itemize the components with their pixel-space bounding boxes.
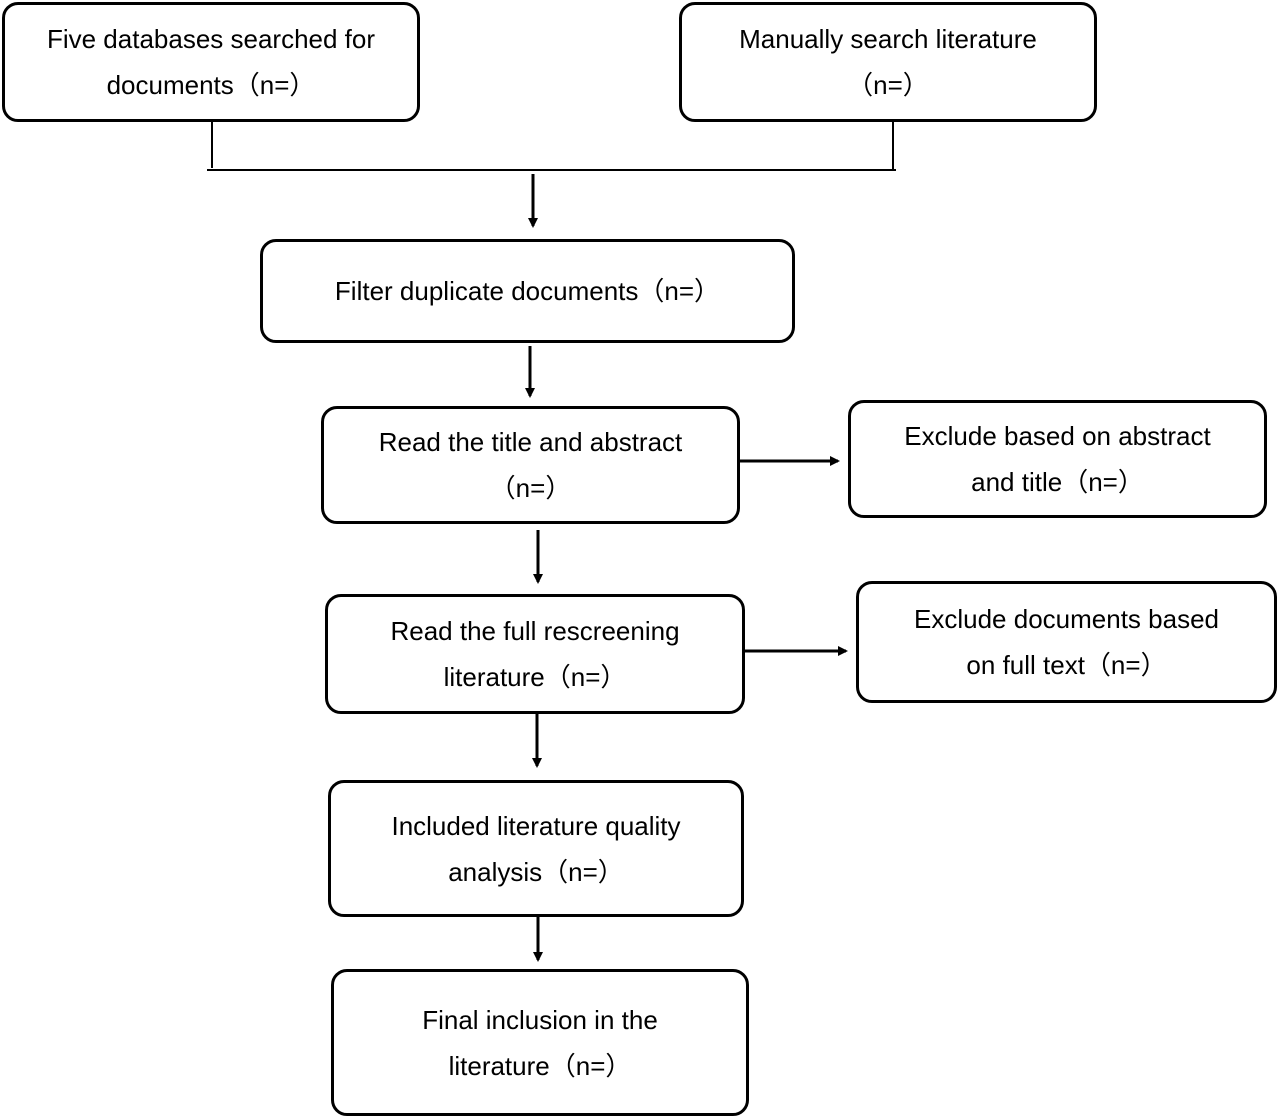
box-read-title-abstract-line-1: Read the title and abstract	[378, 427, 683, 457]
box-five-databases-line-2: documents（n=）	[106, 70, 316, 100]
box-read-full-text-line-1: Read the full rescreening	[390, 616, 680, 646]
box-five-databases-line-1: Five databases searched for	[46, 24, 376, 54]
box-exclude-full-text-line-1: Exclude documents based	[914, 604, 1219, 634]
box-five-databases: Five databases searched for documents（n=…	[2, 2, 420, 122]
box-final-inclusion-line-1: Final inclusion in the	[422, 1004, 658, 1035]
box-quality-analysis-line-2: analysis（n=）	[448, 856, 624, 887]
box-read-full-text-line-2: literature（n=）	[443, 662, 627, 692]
box-exclude-abstract-title-line-1: Exclude based on abstract	[904, 421, 1211, 451]
box-exclude-abstract-title: Exclude based on abstract and title（n=）	[848, 400, 1267, 518]
box-exclude-abstract-title-line-2: and title（n=）	[971, 467, 1144, 497]
box-quality-analysis-line-1: Included literature quality	[391, 810, 681, 841]
box-filter-duplicates-line-1: Filter duplicate documents（n=）	[334, 276, 721, 306]
box-read-full-text: Read the full rescreening literature（n=）	[325, 594, 745, 714]
box-final-inclusion: Final inclusion in the literature（n=）	[331, 969, 749, 1116]
box-exclude-full-text: Exclude documents based on full text（n=）	[856, 581, 1277, 703]
box-manual-search: Manually search literature （n=）	[679, 2, 1097, 122]
box-final-inclusion-line-2: literature（n=）	[448, 1050, 632, 1081]
box-read-title-abstract: Read the title and abstract （n=）	[321, 406, 740, 524]
box-exclude-full-text-line-2: on full text（n=）	[966, 650, 1167, 680]
box-filter-duplicates: Filter duplicate documents（n=）	[260, 239, 795, 343]
box-quality-analysis: Included literature quality analysis（n=）	[328, 780, 744, 917]
box-manual-search-line-1: Manually search literature	[739, 24, 1037, 54]
box-read-title-abstract-line-2: （n=）	[489, 473, 572, 503]
box-manual-search-line-2: （n=）	[847, 70, 929, 100]
